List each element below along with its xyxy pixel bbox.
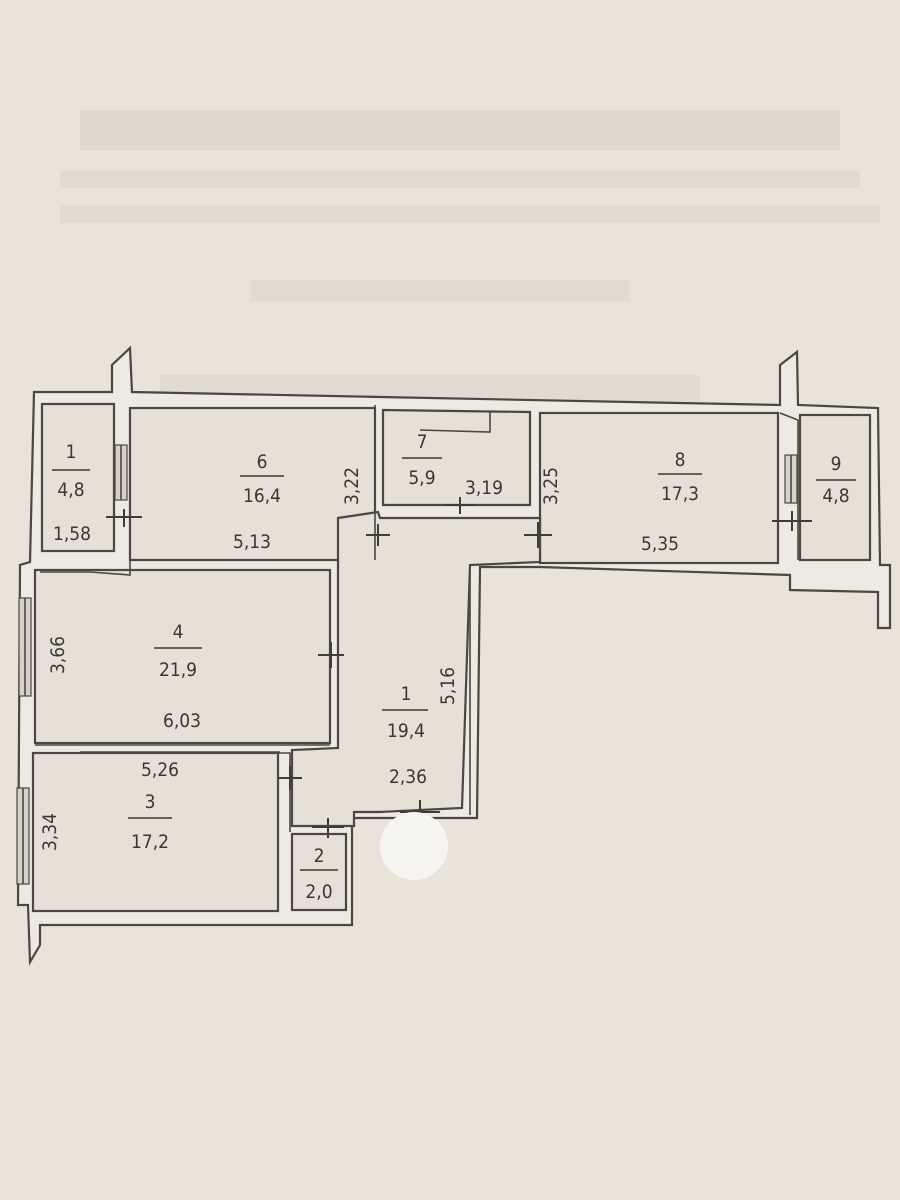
room-5-area: 4,8 <box>57 479 84 501</box>
room-7-number: 7 <box>417 431 428 453</box>
room-8 <box>538 411 780 565</box>
dim-room6-width: 5,13 <box>233 531 271 553</box>
room-1-number: 1 <box>401 683 412 705</box>
room-labels: 1 4,8 6 16,4 7 5,9 8 17,3 9 4,8 4 21,9 1… <box>52 431 856 903</box>
room-2 <box>290 832 348 912</box>
room-4-area: 21,9 <box>159 659 197 681</box>
dim-room3-width: 5,26 <box>141 759 179 781</box>
dim-room1-width: 2,36 <box>389 766 427 788</box>
room-3-number: 3 <box>145 791 156 813</box>
room-2-area: 2,0 <box>305 881 332 903</box>
dim-room4-width: 6,03 <box>163 710 201 732</box>
room-9 <box>798 413 872 562</box>
dim-room1-depth: 5,16 <box>437 667 459 705</box>
dim-room7-width: 3,19 <box>465 477 503 499</box>
dim-room5-width: 1,58 <box>53 523 91 545</box>
room-5-number: 1 <box>66 441 77 463</box>
room-9-area: 4,8 <box>822 485 849 507</box>
room-3-area: 17,2 <box>131 831 169 853</box>
door-marks <box>106 497 812 838</box>
room-4-number: 4 <box>173 621 184 643</box>
room-8-area: 17,3 <box>661 483 699 505</box>
dim-room4-depth: 3,66 <box>47 636 69 674</box>
room-1-area: 19,4 <box>387 720 425 742</box>
dim-room6-depth: 3,22 <box>341 467 363 505</box>
room-6-number: 6 <box>257 451 268 473</box>
dim-room8-depth: 3,25 <box>540 467 562 505</box>
dim-room8-width: 5,35 <box>641 533 679 555</box>
room-6-area: 16,4 <box>243 485 281 507</box>
room-6 <box>128 406 377 562</box>
bleed-through-text <box>60 110 880 401</box>
dimension-labels: 1,58 5,13 3,22 3,19 3,25 5,35 3,66 6,03 … <box>39 467 679 851</box>
room-8-number: 8 <box>675 449 686 471</box>
dim-room3-depth: 3,34 <box>39 813 61 851</box>
redaction-dot <box>380 812 448 880</box>
room-2-number: 2 <box>314 845 325 867</box>
windows <box>16 444 798 885</box>
room-5 <box>40 402 116 553</box>
room-7-area: 5,9 <box>408 467 435 489</box>
room-9-number: 9 <box>831 453 842 475</box>
room-3 <box>31 751 280 913</box>
